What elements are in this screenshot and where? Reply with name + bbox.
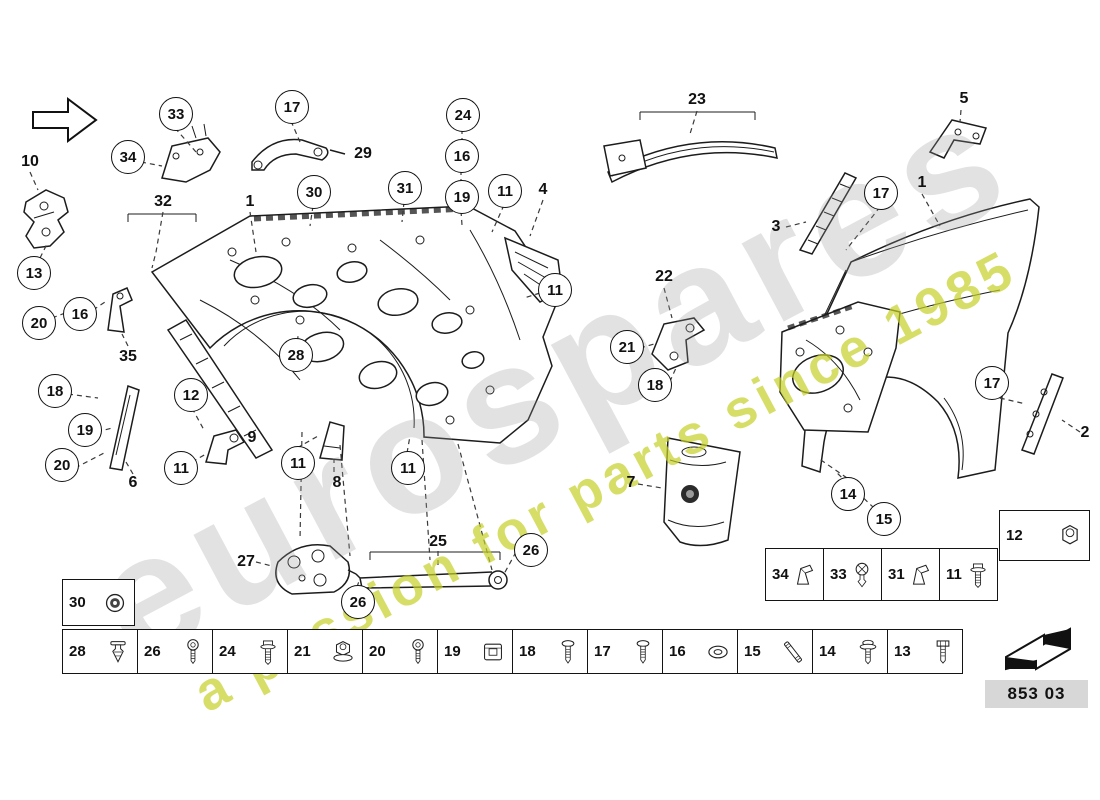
torx-screw-icon [405,635,431,669]
legend-cell-34: 34 [765,548,824,601]
part-7-panel-drawing [663,437,741,547]
part-23-trim-drawing [603,111,778,184]
part-35-bracket-drawing [107,287,133,333]
legend-part-number: 21 [294,643,311,660]
screw-icon [630,635,656,669]
part-27-plate-drawing [275,544,351,595]
legend-cell-18: 18 [512,629,588,674]
legend-cell-12: 12 [999,510,1090,561]
hex-nut-icon [1057,519,1083,553]
legend-part-number: 31 [888,566,905,583]
legend-cell-19: 19 [437,629,513,674]
legend-part-number: 16 [669,643,686,660]
part-right-inner-wing-drawing [779,301,901,433]
legend-part-number: 30 [69,594,86,611]
legend-upper-row: 34 33 31 11 [765,548,998,601]
legend-part-number: 18 [519,643,536,660]
direction-arrow-icon [32,97,98,143]
flange-bolt-icon [965,558,991,592]
expansion-rivet-icon [105,635,131,669]
flange-bolt-icon [255,635,281,669]
part-25-strut-drawing [347,551,508,595]
hex-bolt-icon [930,635,956,669]
legend-cell-33: 33 [823,548,882,601]
legend-part-number: 19 [444,643,461,660]
legend-grommet-box: 30 [62,579,136,626]
legend-cell-20: 20 [362,629,438,674]
clip-icon [791,558,817,592]
legend-nut-box: 12 [999,510,1091,561]
legend-part-number: 11 [946,566,962,583]
screw-washer-icon [855,635,881,669]
stud-icon [780,635,806,669]
legend-part-number: 28 [69,643,86,660]
legend-cell-17: 17 [587,629,663,674]
legend-cell-13: 13 [887,629,963,674]
legend-cell-28: 28 [62,629,138,674]
part-29-bracket-drawing [251,138,346,171]
legend-part-number: 20 [369,643,386,660]
legend-part-number: 15 [744,643,761,660]
part-9-bracket-drawing [205,429,246,465]
flange-nut-icon [330,635,356,669]
torx-screw-icon [180,635,206,669]
push-rivet-icon [849,558,875,592]
part-8-bracket-drawing [319,421,345,461]
legend-part-number: 26 [144,643,161,660]
legend-part-number: 13 [894,643,911,660]
legend-cell-11: 11 [939,548,998,601]
part-33-34-bracket-drawing [127,123,221,222]
legend-cell-30: 30 [62,579,135,626]
legend-cell-14: 14 [812,629,888,674]
part-2-strip-drawing [1021,373,1064,455]
legend-part-number: 24 [219,643,236,660]
legend-part-number: 34 [772,566,789,583]
part-5-bracket-drawing [928,119,988,159]
page-code-badge: 853 03 [985,680,1088,708]
legend-part-number: 33 [830,566,847,583]
screw-icon [555,635,581,669]
legend-cell-26: 26 [137,629,213,674]
part-10-bracket-drawing [23,189,69,249]
legend-part-number: 12 [1006,527,1023,544]
clip-nut-icon [480,635,506,669]
legend-cell-16: 16 [662,629,738,674]
legend-bottom-row: 28 26 24 21 20 19 18 17 16 15 14 13 [62,629,963,674]
fold-arrow-icon [1004,627,1071,671]
legend-cell-24: 24 [212,629,288,674]
legend-cell-21: 21 [287,629,363,674]
legend-cell-31: 31 [881,548,940,601]
part-22-bracket-drawing [651,317,706,371]
fold-arrow-box [985,616,1088,678]
part-6-strip-drawing [109,385,140,471]
legend-part-number: 17 [594,643,611,660]
grommet-icon [102,586,128,620]
washer-icon [705,635,731,669]
clip-icon [907,558,933,592]
legend-part-number: 14 [819,643,836,660]
legend-cell-15: 15 [737,629,813,674]
part-3-strip-drawing [798,172,858,255]
part-1-inner-wing-drawing [150,205,560,459]
